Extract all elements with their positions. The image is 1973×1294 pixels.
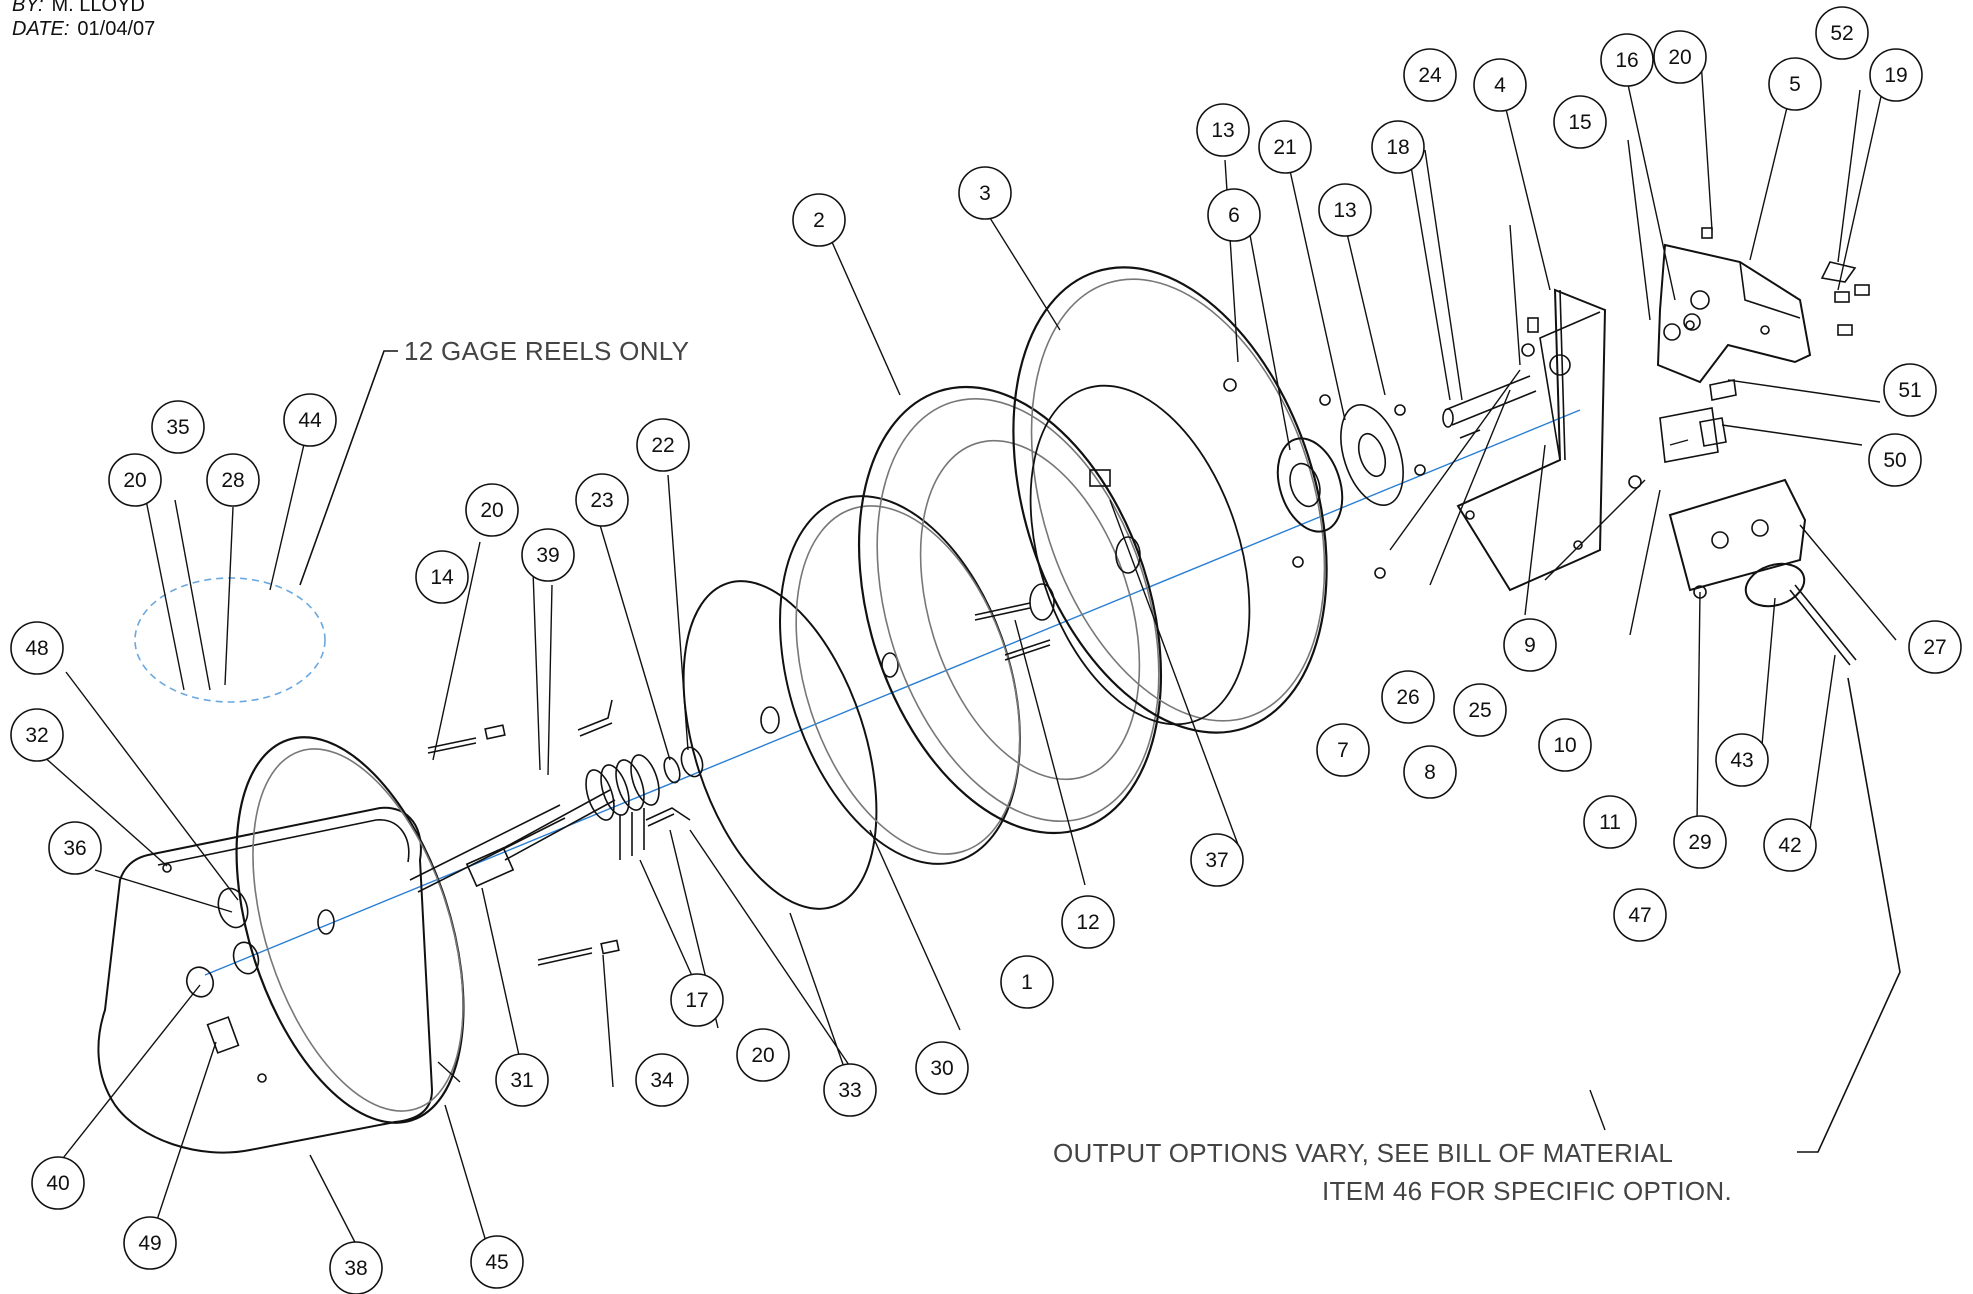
balloon-37: 37 — [1205, 849, 1228, 872]
balloon-14: 14 — [430, 566, 454, 589]
balloon-30: 30 — [930, 1057, 953, 1080]
balloon-44: 44 — [298, 409, 322, 432]
balloon-7: 7 — [1337, 739, 1349, 762]
balloon-45: 45 — [485, 1251, 508, 1274]
balloon-52: 52 — [1830, 22, 1853, 45]
drafter-line: BY: M. LLOYD — [12, 0, 145, 17]
balloon-1: 1 — [1021, 971, 1033, 994]
balloon-13a: 13 — [1211, 119, 1234, 142]
balloon-25: 25 — [1468, 699, 1491, 722]
balloon-19: 19 — [1884, 64, 1907, 87]
output-note-line2: ITEM 46 FOR SPECIFIC OPTION. — [1322, 1176, 1733, 1206]
balloon-40: 40 — [46, 1172, 69, 1195]
balloon-35: 35 — [166, 416, 189, 439]
gage-note: 12 GAGE REELS ONLY — [404, 336, 690, 366]
balloon-28: 28 — [221, 469, 244, 492]
balloon-5: 5 — [1789, 73, 1801, 96]
balloon-24: 24 — [1418, 64, 1442, 87]
balloon-39: 39 — [536, 544, 559, 567]
balloon-42: 42 — [1778, 834, 1801, 857]
date-line: DATE: 01/04/07 — [12, 18, 155, 41]
balloon-31: 31 — [510, 1069, 533, 1092]
balloon-33: 33 — [838, 1079, 861, 1102]
balloon-20d: 20 — [1668, 46, 1691, 69]
balloon-50: 50 — [1883, 449, 1906, 472]
balloon-27: 27 — [1923, 636, 1946, 659]
balloon-36: 36 — [63, 837, 86, 860]
balloon-numbers: 1 2 3 4 5 6 7 8 9 10 11 12 13 13 14 15 1… — [25, 22, 1946, 1280]
balloon-12: 12 — [1076, 911, 1099, 934]
balloon-20b: 20 — [480, 499, 503, 522]
balloon-9: 9 — [1524, 634, 1536, 657]
balloon-34: 34 — [650, 1069, 674, 1092]
balloon-49: 49 — [138, 1232, 161, 1255]
balloon-43: 43 — [1730, 749, 1753, 772]
balloon-16: 16 — [1615, 49, 1638, 72]
balloon-13b: 13 — [1333, 199, 1356, 222]
balloon-22: 22 — [651, 434, 674, 457]
date-value: 01/04/07 — [77, 18, 156, 40]
balloon-17: 17 — [685, 989, 708, 1012]
balloon-6: 6 — [1228, 204, 1240, 227]
balloon-21: 21 — [1273, 136, 1296, 159]
balloon-20c: 20 — [751, 1044, 774, 1067]
balloon-18: 18 — [1386, 136, 1409, 159]
balloon-51: 51 — [1898, 379, 1921, 402]
balloon-2: 2 — [813, 209, 825, 232]
balloon-32: 32 — [25, 724, 48, 747]
balloon-15: 15 — [1568, 111, 1591, 134]
balloon-3: 3 — [979, 182, 991, 205]
by-value: M. LLOYD — [51, 0, 145, 16]
balloon-11: 11 — [1599, 811, 1621, 834]
balloon-48: 48 — [25, 637, 48, 660]
balloon-20a: 20 — [123, 469, 146, 492]
balloon-8: 8 — [1424, 761, 1436, 784]
balloon-47: 47 — [1628, 904, 1651, 927]
balloon-26: 26 — [1396, 686, 1419, 709]
balloon-38: 38 — [344, 1257, 367, 1280]
balloon-4: 4 — [1494, 74, 1506, 97]
balloon-23: 23 — [590, 489, 613, 512]
by-label: BY: — [12, 0, 44, 16]
balloon-10: 10 — [1553, 734, 1576, 757]
date-label: DATE: — [12, 18, 70, 40]
output-note-line1: OUTPUT OPTIONS VARY, SEE BILL OF MATERIA… — [1053, 1138, 1674, 1168]
balloon-29: 29 — [1688, 831, 1711, 854]
